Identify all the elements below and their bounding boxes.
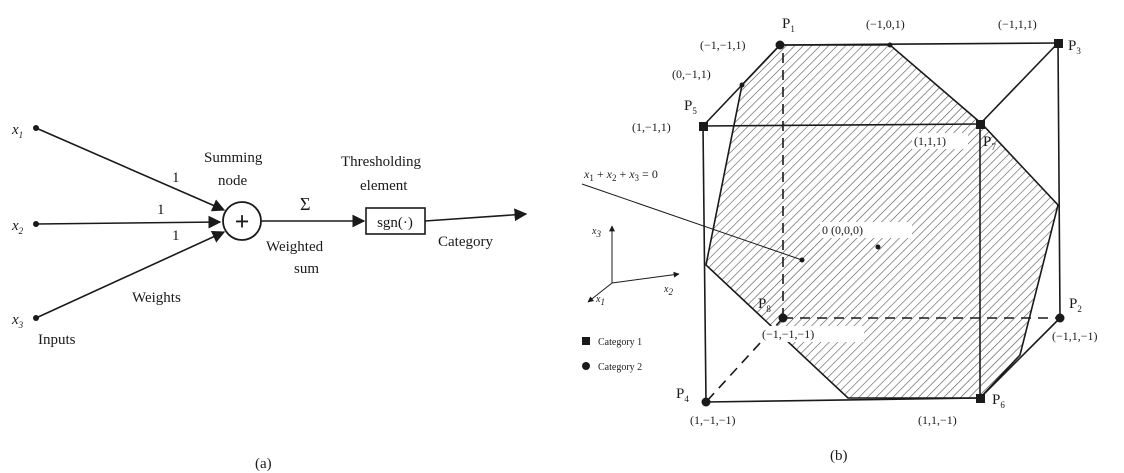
vertex-P8-marker: [778, 313, 788, 323]
edge-midpoint-marker: [739, 82, 745, 88]
threshold-label-line2: element: [360, 178, 408, 194]
threshold-label-line1: Thresholding: [341, 154, 421, 170]
vertex-P6-marker: [976, 394, 985, 403]
origin-dot: [875, 244, 881, 250]
edge-midpoint-label: (0,−1,1): [672, 67, 711, 81]
input-x1-label: x1: [11, 122, 23, 140]
vertex-P7-coord-bg: [912, 133, 968, 149]
legend-category1-marker: [582, 337, 590, 345]
axis-up-label: x3: [591, 226, 601, 239]
axis-right: [611, 271, 680, 284]
weighted-sum-label-line2: sum: [294, 261, 319, 277]
summing-node-label-line2: node: [218, 173, 248, 189]
inputs-label: Inputs: [38, 332, 76, 348]
vertex-P1-name: P1: [782, 16, 795, 34]
axis-right-label: x2: [663, 284, 673, 297]
vertex-P8-coord: (−1,−1,−1): [762, 327, 814, 341]
vertex-P4-coord: (1,−1,−1): [690, 413, 736, 427]
plane-pointer-dot: [799, 257, 805, 263]
axis-diag-label: x1: [595, 294, 605, 307]
vertex-P2-marker: [1055, 313, 1065, 323]
cube-edge: [702, 125, 707, 403]
legend-category2-marker: [582, 362, 590, 370]
vertex-P6-coord: (1,1,−1): [918, 413, 957, 427]
cube-edge: [979, 42, 1059, 125]
weighted-sum-label-line1: Weighted: [266, 239, 324, 255]
cube-edge: [705, 397, 981, 403]
caption-b: (b): [830, 448, 848, 464]
output-arrow: [424, 208, 528, 222]
vertex-P7-coord: (1,1,1): [914, 134, 946, 148]
vertex-P1-marker: [775, 40, 785, 50]
vertex-P4-name: P4: [676, 386, 689, 404]
weights-label: Weights: [132, 290, 181, 306]
cube-edge: [779, 42, 1059, 46]
caption-a: (a): [255, 456, 272, 472]
input-x2-label: x2: [11, 218, 24, 236]
weight-3-label: 1: [172, 228, 180, 244]
vertex-P2-name: P2: [1069, 296, 1082, 314]
vertex-P2-coord: (−1,1,−1): [1052, 329, 1098, 343]
vertex-P5-marker: [699, 122, 708, 131]
edge-midpoint-label: (−1,0,1): [866, 17, 905, 31]
input-x3-label: x3: [11, 312, 24, 330]
summing-node-label-line1: Summing: [204, 150, 263, 166]
weight-2-label: 1: [157, 202, 165, 218]
origin-label-bg: [820, 222, 912, 238]
vertex-P8-coord-bg: [758, 326, 864, 342]
vertex-P6-name: P6: [992, 392, 1005, 410]
input-x3-arrow: [35, 230, 226, 319]
plane-eq-pointer: [581, 183, 803, 261]
panel-a: x1 x2 x3 1 1 1 Inputs Weights + Summing …: [11, 122, 528, 472]
vertex-P3-coord: (−1,1,1): [998, 17, 1037, 31]
weight-1-label: 1: [172, 170, 180, 186]
legend-category1-label: Category 1: [598, 337, 642, 348]
cutting-plane: [705, 44, 1059, 399]
cube-edge: [979, 317, 1061, 399]
category-label: Category: [438, 234, 493, 250]
plus-symbol: +: [235, 207, 250, 236]
plane-equation: x1 + x2 + x3 = 0: [583, 167, 658, 183]
vertex-P5-coord: (1,−1,1): [632, 120, 671, 134]
vertex-P5-name: P5: [684, 98, 697, 116]
vertex-P8-name: P8: [758, 296, 771, 314]
panel-b: x1 + x2 + x3 = 0 0 (0,0,0) P1 P3 P5 P7 P…: [581, 16, 1098, 464]
origin-label: 0 (0,0,0): [822, 223, 863, 237]
input-x1-arrow: [35, 127, 226, 212]
cube-edge: [702, 123, 981, 127]
vertex-P3-marker: [1054, 39, 1063, 48]
sgn-label: sgn(·): [377, 215, 413, 231]
vertex-P7-name: P7: [983, 134, 996, 152]
input-x2-arrow: [35, 215, 222, 229]
axis-diag: [587, 282, 613, 303]
cube-edge: [1057, 42, 1061, 319]
vertex-P4-marker: [701, 397, 711, 407]
vertex-P7-marker: [976, 120, 985, 129]
vertex-P3-name: P3: [1068, 38, 1081, 56]
edge-midpoint-marker: [887, 42, 893, 48]
legend-category2-label: Category 2: [598, 362, 642, 373]
vertex-P1-coord: (−1,−1,1): [700, 38, 746, 52]
sigma-symbol: Σ: [300, 194, 310, 214]
